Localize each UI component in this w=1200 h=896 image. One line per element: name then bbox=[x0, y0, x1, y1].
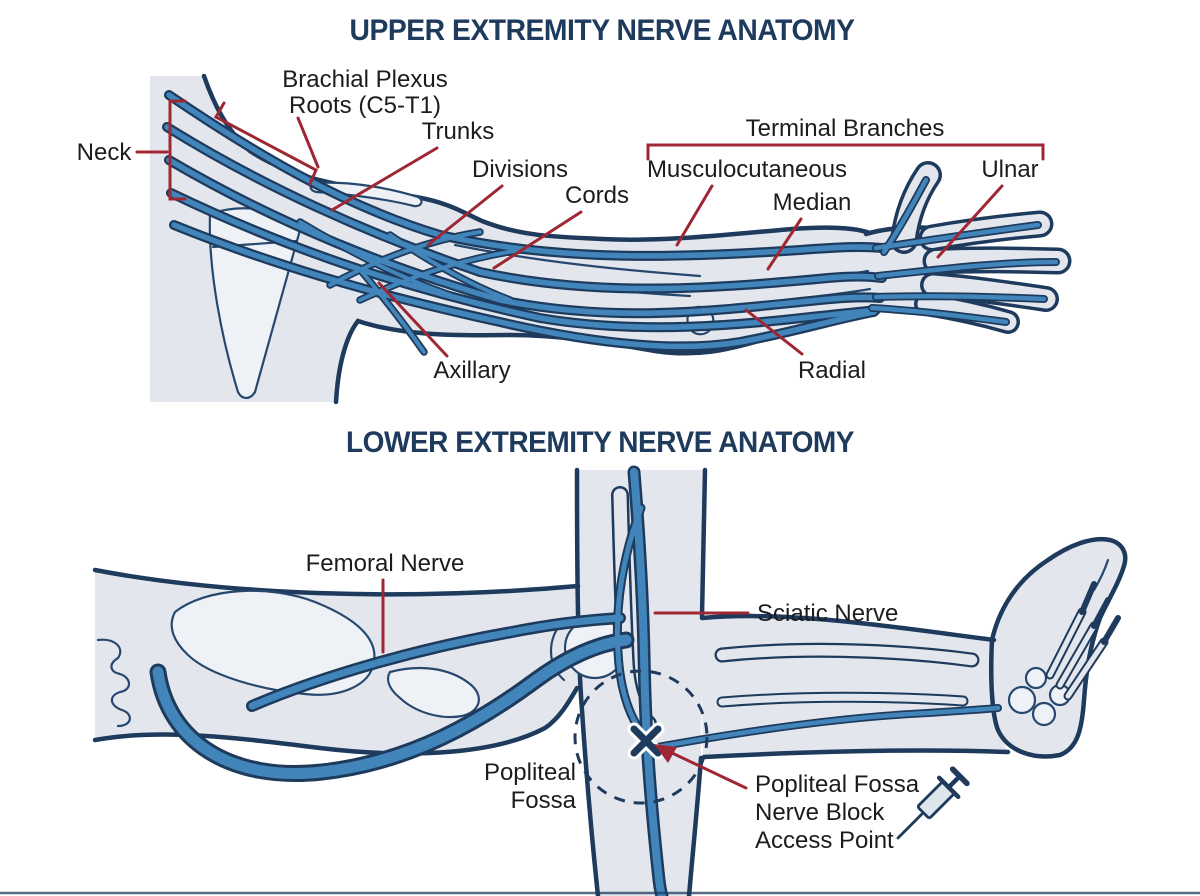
label-radial: Radial bbox=[798, 357, 866, 384]
musculocutaneous-leader-line bbox=[675, 184, 714, 247]
tarsal-bone bbox=[1031, 701, 1057, 727]
tarsal-bone bbox=[1007, 685, 1037, 715]
lower-title: LOWER EXTREMITY NERVE ANATOMY bbox=[346, 426, 854, 459]
nerve-core bbox=[649, 705, 1001, 751]
metatarsal-bone-fill bbox=[1057, 623, 1097, 688]
terminal-branches-bracket bbox=[646, 143, 1045, 161]
upper-title: UPPER EXTREMITY NERVE ANATOMY bbox=[350, 14, 855, 47]
foot-bones bbox=[1007, 581, 1121, 727]
phalanx-bone bbox=[1091, 597, 1111, 629]
ulnar-leader-line bbox=[936, 184, 1004, 259]
fibula-bone-fill bbox=[718, 693, 967, 706]
syringe-plunger-handle bbox=[949, 766, 970, 787]
divisions-leader-line bbox=[426, 184, 504, 247]
label-brachial-plexus-line1: Brachial Plexus bbox=[282, 66, 447, 93]
metatarsal-bone-fill bbox=[1065, 639, 1107, 699]
brachial-leader-line bbox=[296, 116, 320, 169]
x-marker bbox=[630, 725, 662, 757]
nerve-core bbox=[360, 270, 426, 354]
label-access-point-line2: Nerve Block bbox=[755, 799, 885, 826]
lower-extremity-figure: LOWER EXTREMITY NERVE ANATOMY Femoral Ne… bbox=[92, 426, 1128, 896]
lower-nerves bbox=[149, 465, 1002, 896]
access-point-arrowhead bbox=[654, 744, 677, 763]
iliac-bone-outline bbox=[170, 589, 376, 696]
label-ulnar: Ulnar bbox=[981, 156, 1038, 183]
contour-line bbox=[699, 467, 708, 619]
label-musculocutaneous: Musculocutaneous bbox=[647, 156, 847, 183]
contour-line bbox=[92, 567, 581, 597]
leg-bones bbox=[611, 486, 980, 733]
ischium-outline bbox=[386, 666, 480, 719]
nerve-core bbox=[168, 190, 879, 330]
contour-line bbox=[574, 467, 601, 896]
label-cords: Cords bbox=[565, 182, 629, 209]
label-femoral-nerve: Femoral Nerve bbox=[306, 550, 465, 577]
cords-leader-line bbox=[492, 210, 583, 270]
label-sciatic-nerve: Sciatic Nerve bbox=[757, 600, 898, 627]
nerve-core bbox=[171, 222, 877, 350]
label-divisions: Divisions bbox=[472, 156, 568, 183]
brachial-plexus-nerves bbox=[162, 90, 887, 356]
contour-line bbox=[701, 748, 1011, 760]
nerve-core bbox=[614, 505, 644, 735]
label-brachial-plexus-line2: Roots (C5-T1) bbox=[289, 92, 441, 119]
label-trunks: Trunks bbox=[422, 118, 494, 145]
humerus-line bbox=[453, 243, 702, 278]
label-access-point-line3: Access Point bbox=[755, 827, 894, 854]
popliteal-fossa-dashed-circle bbox=[573, 669, 709, 805]
label-popliteal-fossa-line2: Fossa bbox=[511, 787, 577, 814]
sacrum-outline bbox=[96, 638, 131, 728]
label-axillary: Axillary bbox=[433, 357, 510, 384]
syringe-icon bbox=[896, 766, 970, 840]
nerve-core bbox=[164, 124, 885, 292]
radial-leader-line bbox=[744, 308, 804, 356]
femur-bone-fill bbox=[613, 488, 655, 731]
contour-line bbox=[686, 755, 704, 896]
contour-line bbox=[699, 613, 997, 643]
nerve-core bbox=[875, 259, 1059, 279]
label-popliteal-fossa-line1: Popliteal bbox=[484, 759, 576, 786]
label-median: Median bbox=[773, 189, 852, 216]
nerve-core bbox=[328, 230, 482, 287]
neck-bracket bbox=[168, 99, 187, 201]
nerve-core bbox=[869, 305, 1009, 325]
metatarsal-bone-fill bbox=[1047, 609, 1085, 678]
tibia-bone-fill bbox=[716, 645, 978, 666]
nerve-core bbox=[248, 614, 624, 710]
nerve-core bbox=[152, 634, 632, 779]
phalanx-bone bbox=[1101, 615, 1121, 645]
nerve-core bbox=[873, 293, 1047, 302]
lower-annotations bbox=[381, 578, 750, 790]
label-terminal-branches: Terminal Branches bbox=[746, 115, 945, 142]
axillary-leader-line bbox=[377, 281, 449, 358]
upper-annotations bbox=[135, 99, 1045, 358]
nerve-core bbox=[166, 92, 885, 259]
label-access-point-line1: Popliteal Fossa bbox=[755, 771, 920, 798]
brachial-bracket bbox=[213, 101, 318, 186]
nerve-core bbox=[388, 233, 512, 302]
median-leader-line bbox=[766, 217, 803, 271]
trunks-leader-line bbox=[330, 146, 439, 212]
clavicle-outline bbox=[309, 181, 423, 208]
syringe-needle bbox=[896, 811, 925, 840]
x-target-marker bbox=[627, 722, 665, 760]
nerve-core bbox=[166, 157, 883, 316]
phalanx-bone bbox=[1079, 581, 1097, 615]
upper-extremity-figure: UPPER EXTREMITY NERVE ANATOMY Neck Brach… bbox=[77, 14, 1072, 405]
label-neck: Neck bbox=[77, 139, 133, 166]
tarsal-bone bbox=[1024, 666, 1048, 690]
access-point-arrow-line bbox=[668, 750, 748, 790]
